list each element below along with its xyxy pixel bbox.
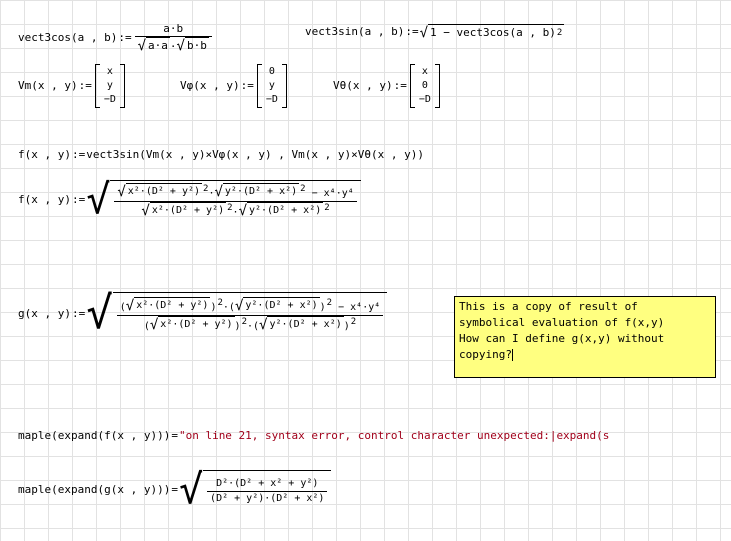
maple-g-fraction: D²·(D² + x² + y²) (D² + y²)·(D² + x²): [207, 477, 328, 506]
assign-operator: :=: [405, 25, 419, 38]
matrix-cell: 0: [268, 66, 275, 77]
g-lhs: g(x , y): [18, 307, 71, 320]
maple-g-lhs: maple(expand(g(x , y))): [18, 483, 171, 496]
note-line-5: copying?: [459, 348, 513, 361]
vtheta-definition[interactable]: Vθ(x , y) := x 0 −D: [333, 64, 440, 108]
assign-operator: :=: [71, 193, 86, 206]
vphi-lhs: Vφ(x , y): [180, 79, 240, 92]
vect3cos-numerator: a·b: [163, 22, 184, 35]
radical-icon: √: [176, 38, 185, 54]
fraction-bar: [134, 36, 212, 37]
f-rhs: vect3sin(Vm(x , y)×Vφ(x , y) , Vm(x , y)…: [86, 148, 424, 161]
vect3cos-denominator: √a·a·√b·b: [137, 37, 209, 54]
fraction-bar: [207, 490, 328, 492]
f-result-lhs: f(x , y): [18, 193, 71, 206]
maple-g-evaluation[interactable]: maple(expand(g(x , y))) = √ D²·(D² + x² …: [18, 467, 332, 513]
matrix-cell: y: [106, 80, 113, 91]
matrix-cell: 0: [421, 80, 428, 91]
radical-icon: √: [137, 38, 147, 54]
note-line-1: This is a copy of result of: [459, 300, 638, 313]
text-caret: [511, 349, 513, 361]
g-numerator: (√x²·(D² + y²))2·(√y²·(D² + x²))2 − x⁴·y…: [119, 296, 381, 314]
g-definition[interactable]: g(x , y) := √ (√x²·(D² + y²))2·(√y²·(D² …: [18, 288, 388, 339]
matrix-cell: −D: [418, 94, 431, 105]
vm-definition[interactable]: Vm(x , y) := x y −D: [18, 64, 125, 108]
f-result-denominator: √x²·(D² + y²)2·√y²·(D² + x²)2: [141, 201, 330, 219]
maple-f-lhs: maple(expand(f(x , y))): [18, 429, 171, 442]
fraction-bar: [114, 200, 357, 202]
maple-g-numerator: D²·(D² + x² + y²): [216, 477, 319, 489]
sqrt-a: √a·a: [137, 37, 170, 54]
maple-f-evaluation[interactable]: maple(expand(f(x , y))) = "on line 21, s…: [18, 429, 609, 443]
vect3sin-radicand: 1 − vect3cos(a , b)2: [428, 24, 565, 39]
assign-operator: :=: [118, 31, 132, 44]
matrix-cell: −D: [103, 94, 116, 105]
matrix-cell: x: [421, 66, 428, 77]
vm-matrix: x y −D: [94, 64, 125, 108]
f-result-sqrt: √ √x²·(D² + y²)2·√y²·(D² + x²)2 − x⁴·y⁴ …: [86, 180, 361, 220]
equals-operator: =: [171, 429, 178, 442]
assign-operator: :=: [71, 307, 86, 320]
vphi-matrix: 0 y −D: [256, 64, 287, 108]
assign-operator: :=: [71, 148, 86, 161]
matrix-cell: −D: [265, 94, 278, 105]
g-sqrt: √ (√x²·(D² + y²))2·(√y²·(D² + x²))2 − x⁴…: [86, 288, 388, 339]
note-line-4: How can I define g(x,y) without: [459, 332, 665, 345]
vect3sin-lhs: vect3sin(a , b): [305, 25, 405, 38]
vect3sin-definition[interactable]: vect3sin(a , b) := √ 1 − vect3cos(a , b)…: [305, 24, 565, 40]
radical-icon: √: [178, 467, 204, 513]
note-textbox[interactable]: This is a copy of result of symbolical e…: [454, 296, 716, 378]
f-lhs: f(x , y): [18, 148, 71, 161]
f-result[interactable]: f(x , y) := √ √x²·(D² + y²)2·√y²·(D² + x…: [18, 180, 361, 220]
vtheta-lhs: Vθ(x , y): [333, 79, 393, 92]
assign-operator: :=: [78, 79, 92, 92]
f-definition[interactable]: f(x , y) := vect3sin(Vm(x , y)×Vφ(x , y)…: [18, 148, 424, 162]
radical-icon: √: [419, 25, 429, 41]
note-line-2: symbolical evaluation of f(x,y): [459, 316, 665, 329]
f-result-fraction: √x²·(D² + y²)2·√y²·(D² + x²)2 − x⁴·y⁴ √x…: [114, 182, 357, 220]
vphi-definition[interactable]: Vφ(x , y) := 0 y −D: [180, 64, 287, 108]
matrix-cell: x: [106, 66, 113, 77]
assign-operator: :=: [240, 79, 254, 92]
vtheta-matrix: x 0 −D: [409, 64, 440, 108]
matrix-cell: y: [268, 80, 275, 91]
maple-g-denominator: (D² + y²)·(D² + x²): [210, 492, 325, 504]
radical-icon: √: [86, 288, 113, 339]
maple-g-sqrt: √ D²·(D² + x² + y²) (D² + y²)·(D² + x²): [178, 467, 332, 513]
radical-icon: √: [86, 177, 111, 223]
equals-operator: =: [171, 483, 178, 496]
vect3cos-definition[interactable]: vect3cos(a , b) := a·b √a·a·√b·b: [18, 22, 214, 54]
vect3sin-sqrt: √ 1 − vect3cos(a , b)2: [420, 24, 565, 40]
g-denominator: (√x²·(D² + y²))2·(√y²·(D² + x²))2: [143, 315, 357, 333]
sqrt-b: √b·b: [176, 37, 209, 54]
f-result-numerator: √x²·(D² + y²)2·√y²·(D² + x²)2 − x⁴·y⁴: [117, 182, 354, 200]
vm-lhs: Vm(x , y): [18, 79, 78, 92]
vect3cos-lhs: vect3cos(a , b): [18, 31, 118, 44]
maple-error-message: "on line 21, syntax error, control chara…: [178, 429, 610, 442]
g-fraction: (√x²·(D² + y²))2·(√y²·(D² + x²))2 − x⁴·y…: [116, 296, 384, 334]
fraction-bar: [116, 314, 384, 316]
assign-operator: :=: [393, 79, 407, 92]
vect3cos-fraction: a·b √a·a·√b·b: [134, 22, 212, 54]
